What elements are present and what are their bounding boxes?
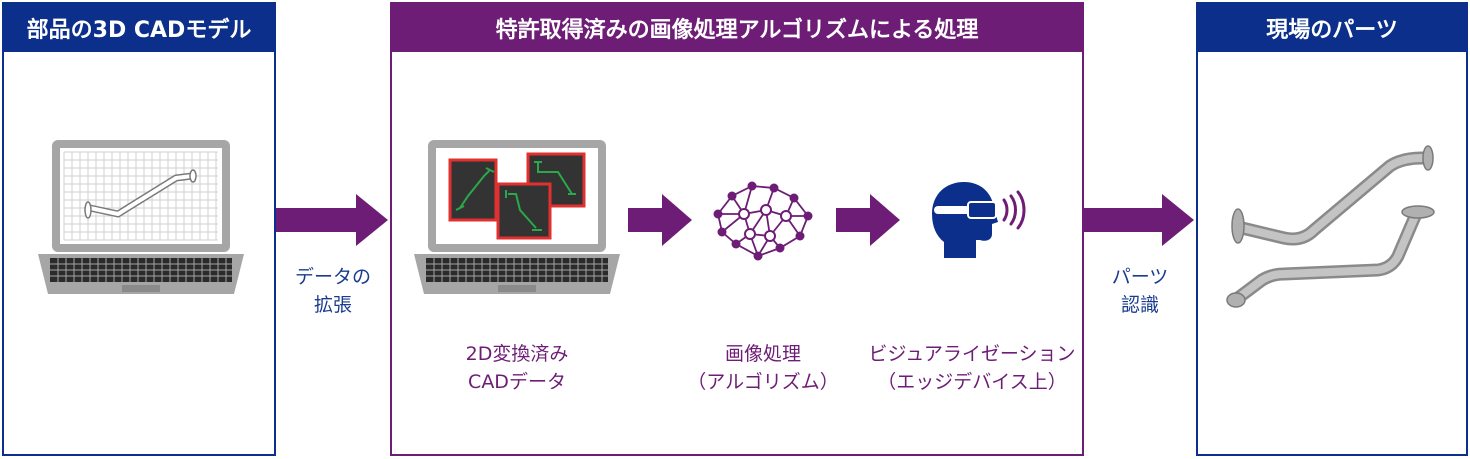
caption-data-expansion-line2: 拡張 xyxy=(313,294,352,316)
caption-visualization-line2: （エッジデバイス上） xyxy=(877,371,1067,393)
caption-2d-converted-line2: CADデータ xyxy=(468,371,566,393)
caption-part-recognition-line1: パーツ xyxy=(1111,266,1169,288)
caption-part-recognition-line2: 認識 xyxy=(1120,294,1159,316)
arrow-data-expansion xyxy=(276,194,388,246)
panel-title-field-parts: 現場のパーツ xyxy=(1198,4,1466,52)
caption-visualization: ビジュアライゼーション （エッジデバイス上） xyxy=(862,340,1082,396)
caption-2d-converted-line1: 2D変換済み xyxy=(465,343,569,365)
vr-headset-head-icon xyxy=(932,182,1026,258)
arrow-to-visualization xyxy=(836,194,900,246)
caption-image-processing: 画像処理 （アルゴリズム） xyxy=(678,340,848,396)
caption-part-recognition: パーツ 認識 xyxy=(1090,263,1190,319)
neural-network-icon xyxy=(713,181,813,261)
caption-2d-converted-cad: 2D変換済み CADデータ xyxy=(432,340,602,396)
pipe-part-icon xyxy=(1226,145,1435,308)
arrow-to-processing xyxy=(628,194,692,246)
arrow-part-recognition xyxy=(1084,194,1194,246)
panel-title-3d-cad-model: 部品の3D CADモデル xyxy=(4,4,274,52)
panel-title-algorithm-processing: 特許取得済みの画像処理アルゴリズムによる処理 xyxy=(392,4,1082,52)
laptop-2d-cad-icon xyxy=(414,140,620,294)
caption-image-processing-line1: 画像処理 xyxy=(724,343,801,365)
caption-image-processing-line2: （アルゴリズム） xyxy=(687,371,839,393)
caption-data-expansion-line1: データの xyxy=(294,266,371,288)
caption-visualization-line1: ビジュアライゼーション xyxy=(868,343,1076,365)
caption-data-expansion: データの 拡張 xyxy=(283,263,383,319)
laptop-3d-model-icon xyxy=(38,140,244,294)
panel-3d-cad-model: 部品の3D CADモデル xyxy=(2,2,276,456)
